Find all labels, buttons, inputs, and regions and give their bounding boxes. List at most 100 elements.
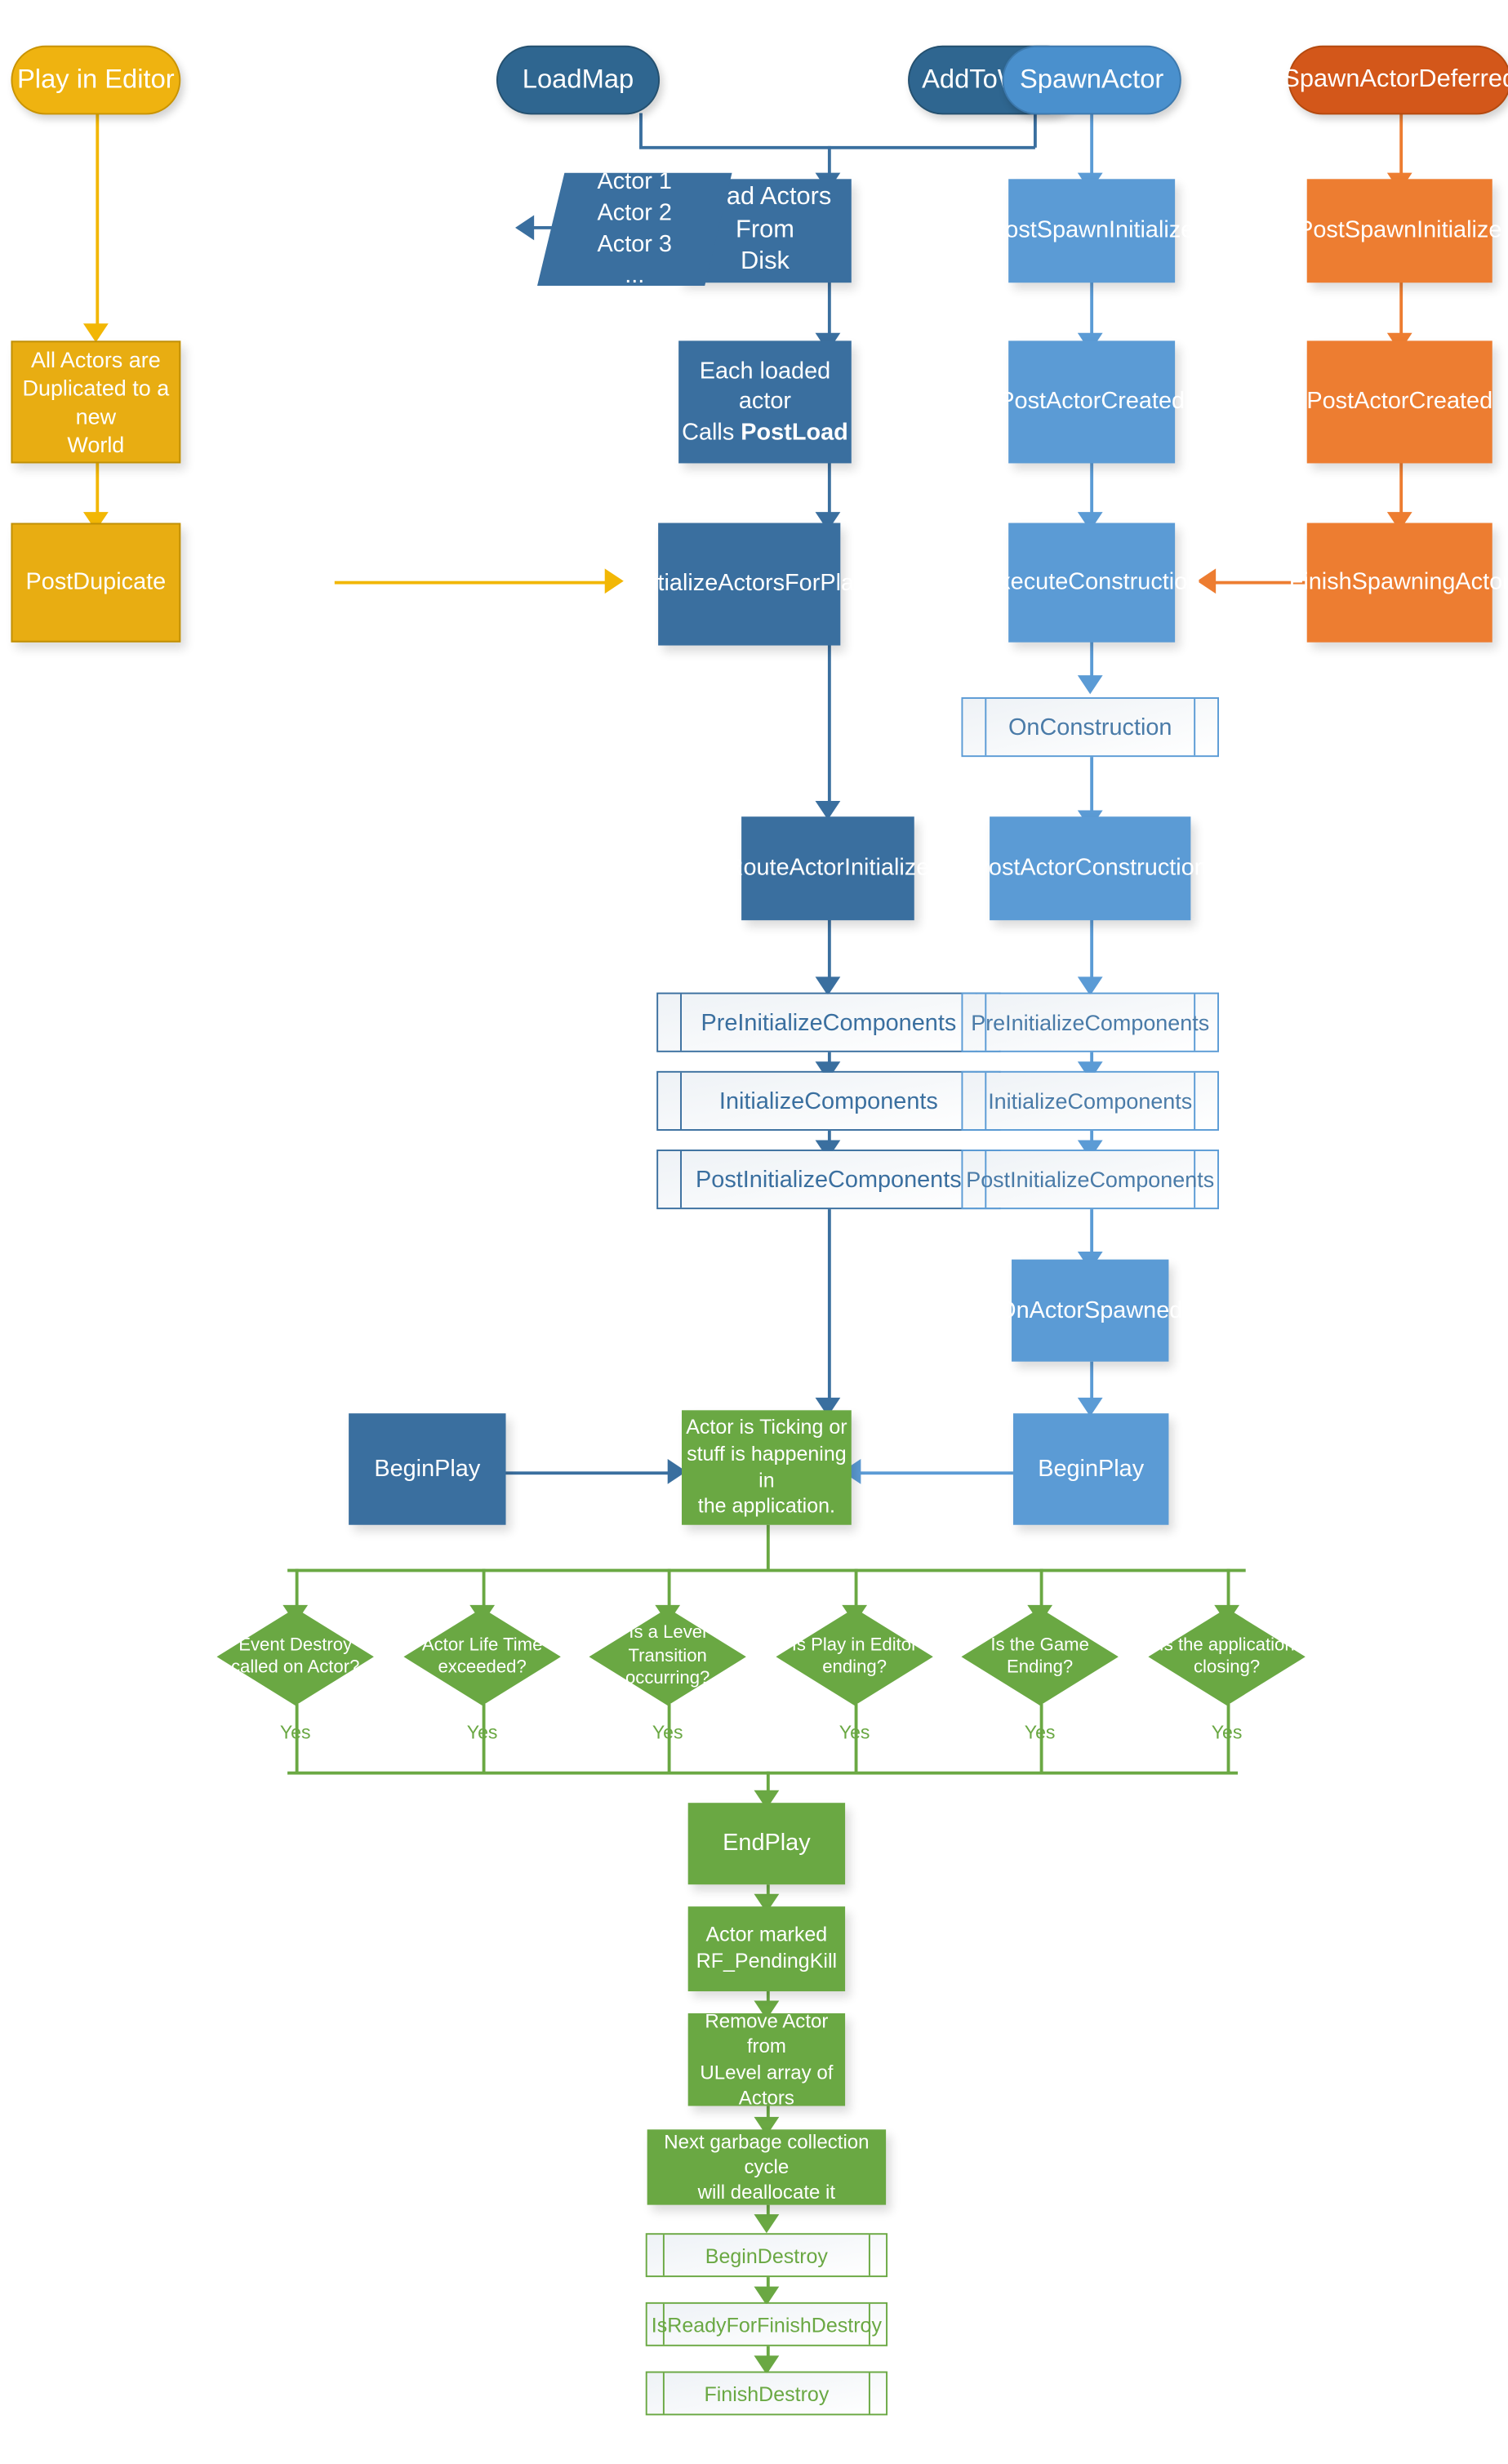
node-label: Actor marked RF_PendingKill (696, 1922, 838, 1973)
predef-bar-left (680, 994, 682, 1051)
edge-executeconstruction-to-onconstruction (1090, 640, 1094, 685)
node-label: Load Actors From Disk (698, 183, 832, 276)
edge-initializeactors-to-routeactorinitialize (827, 643, 831, 809)
predef-bar-left (985, 994, 987, 1051)
node-label: OnConstruction (1008, 714, 1172, 741)
node-begin-play-right[interactable]: BeginPlay (1012, 1413, 1169, 1525)
node-label: IsReadyForFinishDestroy (651, 2312, 882, 2337)
node-post-actor-created-orange[interactable]: PostActorCreated (1306, 340, 1492, 464)
node-initialize-components-left[interactable]: InitializeComponents (656, 1070, 1001, 1131)
edge-postspawninitialize-orange-to-postactorcreated (1399, 281, 1403, 341)
arrowhead (815, 976, 841, 996)
edge-label-yes-2: Yes (466, 1721, 498, 1744)
edge-postduplicate-to-initializeactors (334, 580, 612, 585)
edge-onactorspawned-to-beginplay-right (1090, 1361, 1094, 1406)
node-next-gc-cycle[interactable]: Next garbage collection cycle will deall… (647, 2129, 887, 2205)
predef-bar-right (868, 2373, 870, 2414)
predef-bar-right (868, 2303, 870, 2345)
edge-loadmap-down (639, 113, 643, 148)
yes-stem-5 (1039, 1704, 1043, 1773)
node-label: PreInitializeComponents (701, 1008, 957, 1036)
node-post-initialize-components-left[interactable]: PostInitializeComponents (656, 1150, 1001, 1210)
node-is-ready-for-finish-destroy[interactable]: IsReadyForFinishDestroy (645, 2302, 888, 2346)
node-label: All Actors are Duplicated to a new World (22, 346, 170, 458)
node-label: PostDupicate (25, 568, 167, 596)
node-on-construction[interactable]: OnConstruction (961, 697, 1219, 758)
node-label: SpawnActor (1019, 64, 1164, 95)
decision-label: Actor Life Time exceeded? (421, 1635, 543, 1678)
yes-stem-6 (1226, 1704, 1230, 1773)
node-actor-list[interactable]: Actor 1 Actor 2 Actor 3 ... (536, 172, 732, 287)
decision-application-closing[interactable]: Is the application closing? (1148, 1608, 1306, 1706)
node-play-in-editor[interactable]: Play in Editor (11, 45, 181, 115)
arrowhead (82, 323, 109, 343)
node-all-actors-duplicated[interactable]: All Actors are Duplicated to a new World (11, 340, 181, 464)
drop-1 (295, 1568, 299, 1613)
node-begin-destroy[interactable]: BeginDestroy (645, 2233, 888, 2278)
node-spawn-actor-deferred[interactable]: SpawnActorDeferred (1283, 45, 1508, 115)
arrowhead (667, 1458, 687, 1484)
node-finish-spawning-actor[interactable]: FinishSpawningActor (1289, 523, 1508, 643)
node-post-spawn-initialize-blue[interactable]: PostSpawnInitialize (990, 179, 1194, 283)
node-begin-play-left[interactable]: BeginPlay (349, 1413, 506, 1525)
arrowhead (815, 800, 841, 821)
node-actor-marked-pendingkill[interactable]: Actor marked RF_PendingKill (687, 1906, 846, 1992)
node-label: FinishSpawningActor (1288, 568, 1508, 596)
node-actor-is-ticking[interactable]: Actor is Ticking or stuff is happening i… (681, 1410, 852, 1525)
predef-bar-left (662, 2303, 665, 2345)
edge-preinit-to-init-right (1090, 1052, 1094, 1071)
edge-spawnactor-to-postspawninitialize (1090, 113, 1094, 180)
node-post-spawn-initialize-orange[interactable]: PostSpawnInitialize (1297, 179, 1501, 283)
edge-join-loadmap-addtoworld (639, 145, 1035, 149)
node-pre-initialize-components-right[interactable]: PreInitializeComponents (961, 992, 1219, 1052)
node-post-actor-created-blue[interactable]: PostActorCreated (999, 340, 1185, 464)
edge-label-yes-5: Yes (1024, 1721, 1056, 1744)
edge-beginplay-left-to-ticking (505, 1471, 679, 1475)
node-label: Actor 1 Actor 2 Actor 3 ... (597, 167, 673, 290)
predef-bar-left (662, 2373, 665, 2414)
edge-postload-to-initializeactors (827, 461, 831, 522)
drop-5 (1039, 1568, 1043, 1613)
predef-bar-left (985, 1072, 987, 1130)
arrowhead (754, 2286, 780, 2306)
node-initialize-actors-for-play[interactable]: InitializeActorsForPlay (633, 523, 865, 646)
yes-stem-4 (854, 1704, 858, 1773)
predef-bar-right (1194, 698, 1196, 756)
decision-game-ending[interactable]: Is the Game Ending? (961, 1608, 1119, 1706)
node-label: Remove Actor from ULevel array of Actors (700, 2010, 834, 2109)
node-execute-construction[interactable]: ExecuteConstruction (983, 523, 1200, 643)
node-label: InitializeComponents (988, 1087, 1193, 1114)
node-route-actor-initialize[interactable]: RouteActorInitialize (727, 816, 929, 921)
decision-play-in-editor-ending[interactable]: Is Play in Editor ending? (776, 1608, 933, 1706)
decision-actor-life-time[interactable]: Actor Life Time exceeded? (403, 1608, 561, 1706)
node-load-map[interactable]: LoadMap (496, 45, 661, 115)
decision-event-destroy[interactable]: Event Destroy called on Actor? (216, 1608, 374, 1706)
yes-stem-1 (295, 1704, 299, 1773)
edge-isready-to-finishdestroy (766, 2346, 770, 2362)
node-finish-destroy[interactable]: FinishDestroy (645, 2371, 888, 2416)
node-label: PostInitializeComponents (966, 1167, 1215, 1192)
node-remove-actor-from-ulevel[interactable]: Remove Actor from ULevel array of Actors (687, 2010, 846, 2109)
node-label: Actor is Ticking or stuff is happening i… (686, 1414, 847, 1518)
node-post-initialize-components-right[interactable]: PostInitializeComponents (961, 1150, 1219, 1210)
postload-line2: Calls (682, 419, 741, 446)
decision-label: Is the Game Ending? (990, 1635, 1089, 1678)
arrowhead (604, 568, 624, 594)
predef-bar-right (1194, 994, 1196, 1051)
node-label: LoadMap (522, 64, 634, 95)
node-initialize-components-right[interactable]: InitializeComponents (961, 1070, 1219, 1131)
decision-level-transition[interactable]: Is a Level Transition occurring? (589, 1608, 746, 1706)
edge-begindestroy-to-isready (766, 2277, 770, 2293)
node-post-duplicate[interactable]: PostDupicate (11, 523, 181, 643)
node-on-actor-spawned[interactable]: OnActorSpawned (998, 1259, 1182, 1362)
node-label: Next garbage collection cycle will deall… (664, 2130, 870, 2204)
edge-preinit-to-init-left (827, 1052, 831, 1071)
node-post-actor-construction[interactable]: PostActorConstruction (973, 816, 1208, 921)
node-label: BeginPlay (1038, 1455, 1145, 1483)
node-end-play[interactable]: EndPlay (687, 1803, 846, 1885)
arrowhead (515, 215, 535, 241)
node-pre-initialize-components-left[interactable]: PreInitializeComponents (656, 992, 1001, 1052)
predef-bar-left (680, 1072, 682, 1130)
node-spawn-actor[interactable]: SpawnActor (1002, 45, 1181, 115)
